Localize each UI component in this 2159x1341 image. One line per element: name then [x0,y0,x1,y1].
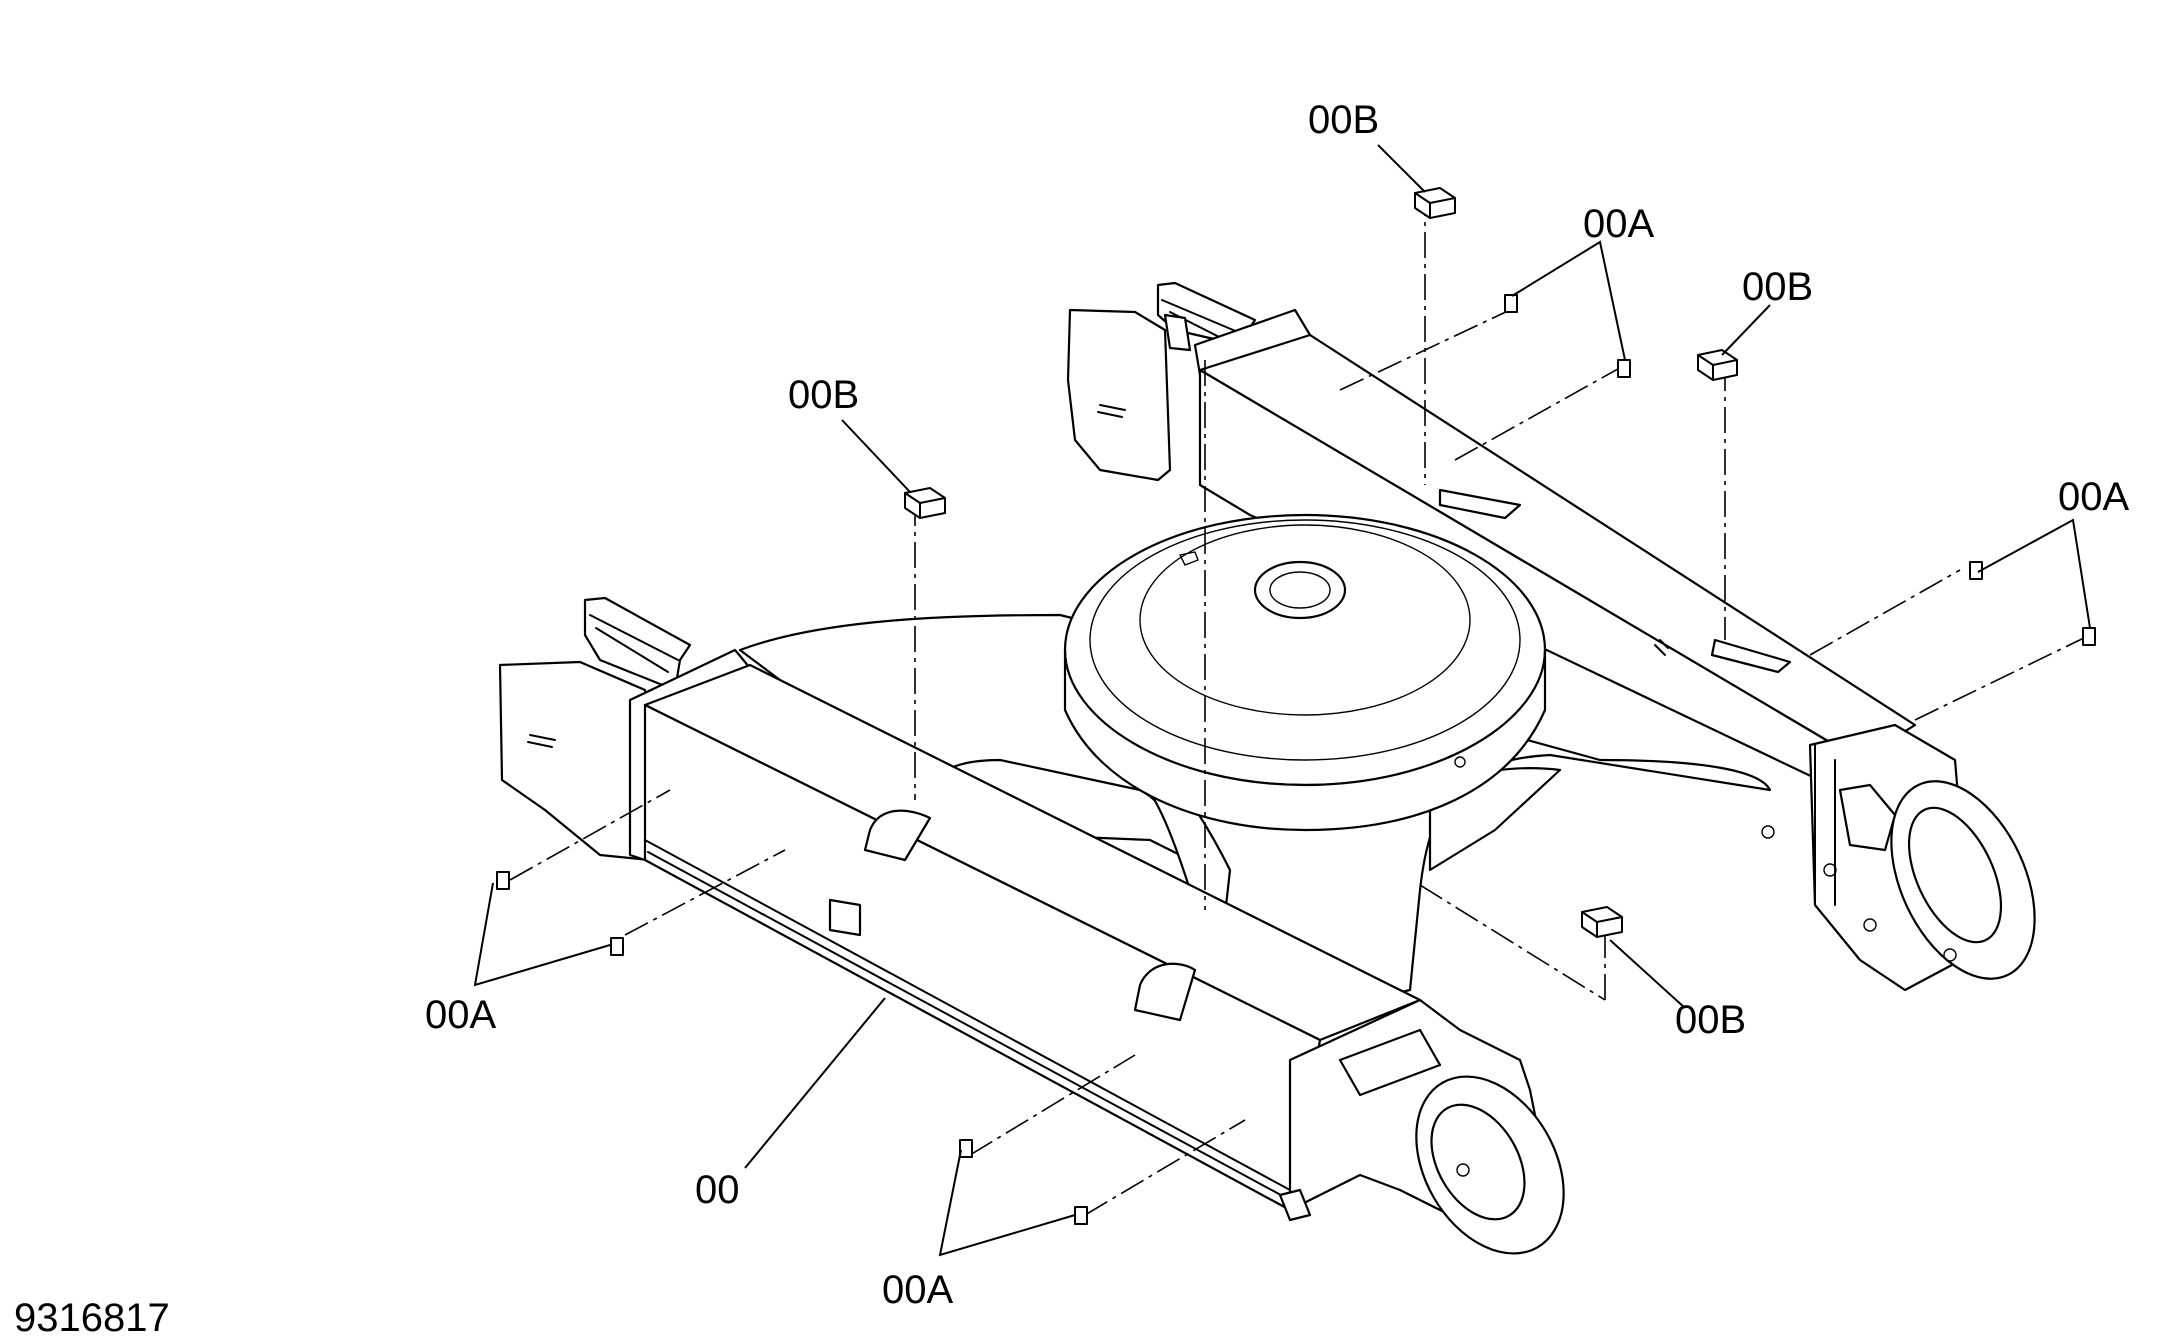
right-track-mount [1761,723,2036,992]
center-frame [738,513,1772,1007]
centerlines [509,190,2091,1216]
callout-00A-top: 00A [1583,202,1655,246]
rear-crossmember [1066,281,1917,792]
callout-00B-lower-right: 00B [1675,998,1747,1042]
front-crossmember [498,596,1422,1212]
callout-00B-right-upper: 00B [1742,265,1814,309]
callout-00-frame: 00 [695,1168,740,1212]
callout-00A-right: 00A [2058,475,2130,519]
callout-00A-bottom: 00A [882,1268,954,1312]
callout-00A-left: 00A [425,993,497,1037]
leader-lines [473,144,2091,1257]
front-track-mount [1278,998,1565,1255]
callout-00B-top: 00B [1308,98,1380,142]
callout-00B-left: 00B [788,373,860,417]
figure-number: 9316817 [14,1296,170,1340]
part-00B-shapes [904,187,1738,938]
